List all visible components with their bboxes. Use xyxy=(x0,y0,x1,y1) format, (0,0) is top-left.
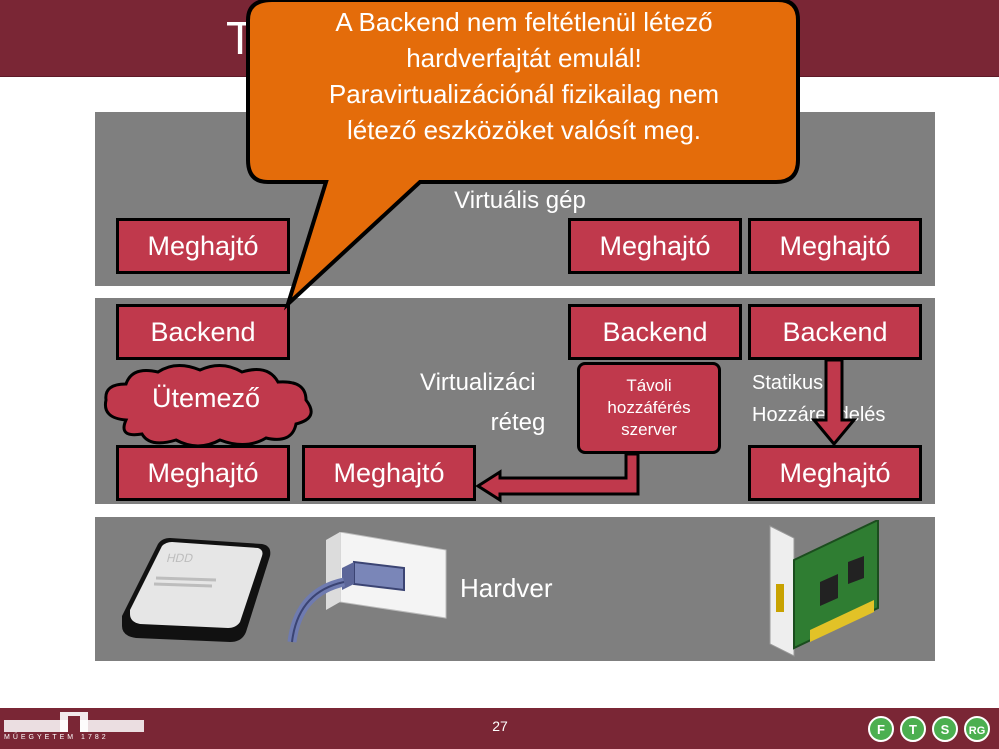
hdd-text: HDD xyxy=(165,551,195,565)
callout-line-4: létező eszközöket valósít meg. xyxy=(346,115,702,145)
remote-access-line-1: Távoli xyxy=(626,376,672,395)
callout-line-2: hardverfajtát emulál! xyxy=(406,43,642,73)
hardware-label: Hardver xyxy=(460,573,553,603)
vm-driver-3: Meghajtó xyxy=(748,218,922,274)
static-assignment-arrow xyxy=(810,358,858,447)
callout-line-1: A Backend nem feltétlenül létező xyxy=(335,7,713,37)
scheduler-cloud xyxy=(103,364,313,448)
remote-access-line-3: szerver xyxy=(621,420,677,439)
remote-to-driver-arrow xyxy=(475,452,640,503)
badge-f: F xyxy=(877,722,885,737)
footer-bar: MŰEGYETEM 1782 27 F T S RG xyxy=(0,708,999,749)
virt-layer-label-1: Virtualizáci xyxy=(420,369,536,396)
callout-text: A Backend nem feltétlenül létező hardver… xyxy=(252,4,796,148)
badge-rg: RG xyxy=(969,725,986,737)
badge-s: S xyxy=(941,722,950,737)
university-logo-icon xyxy=(4,712,144,732)
static-assignment-line-1: Statikus xyxy=(752,372,824,394)
callout-line-3: Paravirtualizációnál fizikailag nem xyxy=(328,79,720,109)
virt-driver-3: Meghajtó xyxy=(748,445,922,501)
cable-plug-icon xyxy=(287,532,447,643)
scheduler-label: Ütemező xyxy=(151,383,261,413)
backend-3: Backend xyxy=(748,304,922,360)
virt-driver-2: Meghajtó xyxy=(302,445,476,501)
university-logo-caption: MŰEGYETEM 1782 xyxy=(4,734,109,741)
page-number: 27 xyxy=(492,718,508,734)
backend-1: Backend xyxy=(116,304,290,360)
hdd-icon: HDD xyxy=(122,538,271,642)
remote-access-server: Távoli hozzáférés szerver xyxy=(577,362,721,454)
remote-access-line-2: hozzáférés xyxy=(607,398,691,417)
badge-t: T xyxy=(909,722,917,737)
virt-driver-1: Meghajtó xyxy=(116,445,290,501)
network-card-icon xyxy=(769,520,879,657)
vm-layer-label: Virtuális gép xyxy=(454,187,586,214)
backend-2: Backend xyxy=(568,304,742,360)
ftsrg-badges-icon: F T S RG xyxy=(868,716,990,742)
vm-driver-2: Meghajtó xyxy=(568,218,742,274)
vm-driver-1: Meghajtó xyxy=(116,218,290,274)
virt-layer-label-2: réteg xyxy=(490,409,546,436)
